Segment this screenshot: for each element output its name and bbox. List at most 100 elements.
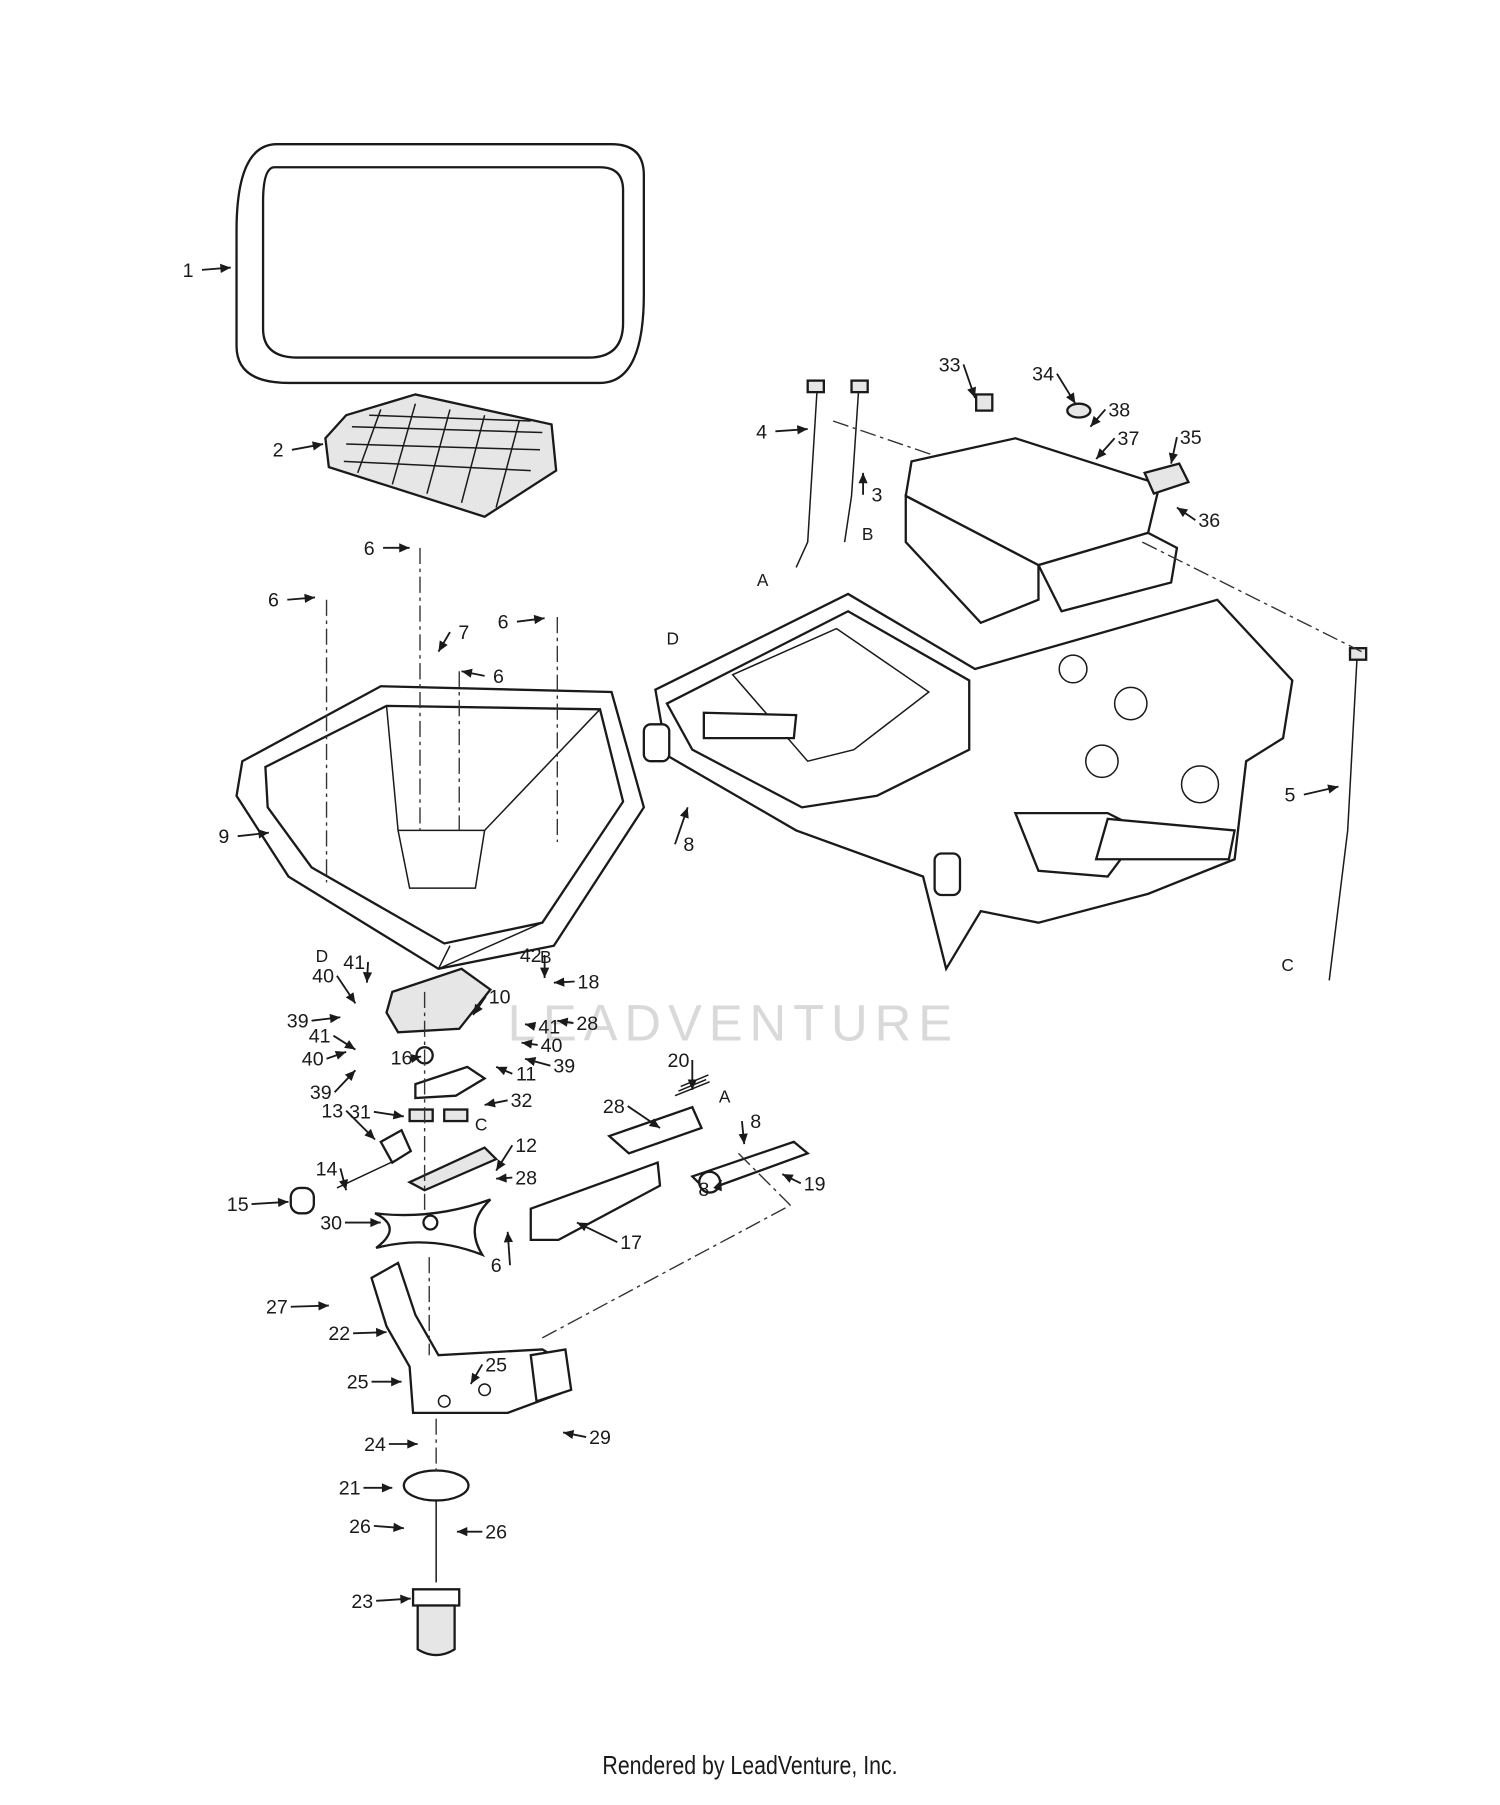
- leader-arrowhead: [410, 1053, 422, 1064]
- leader-arrowhead: [553, 977, 565, 987]
- leader-arrowhead: [967, 386, 976, 398]
- leader-arrowhead: [370, 1217, 381, 1228]
- leader-arrowhead: [364, 1128, 375, 1140]
- leader-arrowhead: [540, 967, 550, 979]
- leader-arrowhead: [362, 972, 373, 983]
- leader-arrowhead: [576, 1222, 589, 1232]
- callout-15: 15: [227, 1194, 249, 1216]
- connector-letter-B: B: [540, 947, 552, 967]
- leader-arrowhead: [496, 1066, 508, 1076]
- callout-23: 23: [351, 1591, 373, 1613]
- leader-arrowhead: [220, 263, 231, 274]
- leader-arrowhead: [461, 668, 473, 678]
- callout-40: 40: [302, 1049, 324, 1071]
- leader-arrowhead: [407, 1439, 418, 1449]
- part-spinner: [374, 1198, 492, 1258]
- leader-arrows: [201, 263, 1339, 1604]
- callout-8: 8: [750, 1111, 761, 1133]
- callout-26: 26: [485, 1522, 507, 1544]
- leader-arrowhead: [858, 472, 868, 484]
- part-frame: [642, 592, 1294, 972]
- callout-34: 34: [1032, 364, 1054, 386]
- leader-arrowhead: [1176, 507, 1189, 518]
- leader-arrowhead: [312, 441, 324, 451]
- callout-31: 31: [349, 1102, 371, 1124]
- leader-arrowhead: [563, 1429, 575, 1440]
- connector-letter-C: C: [475, 1114, 488, 1134]
- leader-arrowhead: [381, 1483, 393, 1493]
- leader-arrowhead: [496, 1159, 506, 1171]
- callout-6: 6: [498, 612, 509, 634]
- leader-arrowhead: [344, 1040, 356, 1050]
- leader-arrowhead: [329, 1013, 341, 1024]
- callout-25: 25: [485, 1354, 507, 1376]
- leader-arrowhead: [1066, 392, 1076, 404]
- leader-arrowhead: [258, 829, 269, 839]
- leader-arrowhead: [391, 1377, 402, 1387]
- leader-arrowhead: [1096, 448, 1107, 460]
- callout-38: 38: [1108, 399, 1130, 421]
- callout-26: 26: [349, 1516, 371, 1538]
- callout-17: 17: [620, 1232, 642, 1254]
- connector-letter-D: D: [666, 629, 679, 649]
- callout-18: 18: [578, 971, 600, 993]
- leader-arrowhead: [304, 593, 315, 603]
- leader-arrowhead: [392, 1110, 404, 1120]
- callout-12: 12: [515, 1135, 537, 1157]
- connector-letter-A: A: [757, 570, 769, 590]
- callout-42: 42: [520, 945, 542, 967]
- callout-11: 11: [516, 1064, 536, 1086]
- callout-41: 41: [343, 952, 365, 974]
- leader-arrowhead: [797, 425, 808, 435]
- callout-9: 9: [218, 826, 229, 848]
- callout-8: 8: [698, 1179, 709, 1201]
- callout-40: 40: [541, 1035, 563, 1057]
- leader-arrowhead: [334, 1050, 347, 1060]
- callout-8: 8: [683, 834, 694, 856]
- leader-arrowhead: [470, 1372, 481, 1385]
- leader-arrowhead: [400, 1594, 411, 1604]
- callout-7: 7: [458, 622, 469, 644]
- connector-letter-B: B: [862, 524, 874, 544]
- leader-arrowhead: [438, 640, 448, 652]
- callout-6: 6: [268, 590, 279, 612]
- callout-25: 25: [347, 1372, 369, 1394]
- leader-arrowhead: [277, 1197, 289, 1208]
- callout-28: 28: [515, 1167, 537, 1189]
- connector-letter-C: C: [1281, 955, 1294, 975]
- part-motor-assembly: [402, 1469, 470, 1657]
- callout-35: 35: [1180, 427, 1202, 449]
- leader-arrowhead: [399, 543, 410, 553]
- leader-arrowhead: [484, 1098, 496, 1108]
- callout-41: 41: [538, 1016, 560, 1038]
- leader-arrowhead: [1168, 452, 1178, 464]
- leader-arrowhead: [503, 1231, 514, 1243]
- part-gate-assembly: [289, 967, 499, 1215]
- part-cables: [795, 379, 1368, 981]
- callout-21: 21: [339, 1478, 361, 1500]
- leader-arrowhead: [344, 1070, 356, 1082]
- part-screen: [324, 393, 558, 518]
- leader-arrowhead: [713, 1179, 722, 1192]
- leader-arrowhead: [376, 1327, 387, 1338]
- alignment-lines: [325, 420, 1362, 1477]
- leader-arrowhead: [1090, 415, 1101, 427]
- callout-10: 10: [489, 986, 511, 1008]
- callout-19: 19: [804, 1173, 826, 1195]
- leader-arrowhead: [557, 1017, 569, 1027]
- part-hopper: [235, 685, 646, 971]
- callout-33: 33: [939, 354, 961, 376]
- leader-arrowhead: [679, 807, 689, 819]
- callout-36: 36: [1198, 510, 1220, 532]
- callout-6: 6: [364, 538, 375, 560]
- leader-arrowhead: [525, 1057, 537, 1066]
- callout-13: 13: [321, 1101, 343, 1123]
- leader-arrowhead: [525, 1021, 537, 1031]
- callout-16: 16: [391, 1048, 413, 1070]
- callout-27: 27: [266, 1297, 288, 1319]
- callout-39: 39: [287, 1011, 309, 1033]
- callout-layer: 1234566666788891011121314151617181920212…: [183, 260, 1296, 1613]
- connector-letter-A: A: [719, 1087, 731, 1107]
- part-lid: [235, 143, 645, 385]
